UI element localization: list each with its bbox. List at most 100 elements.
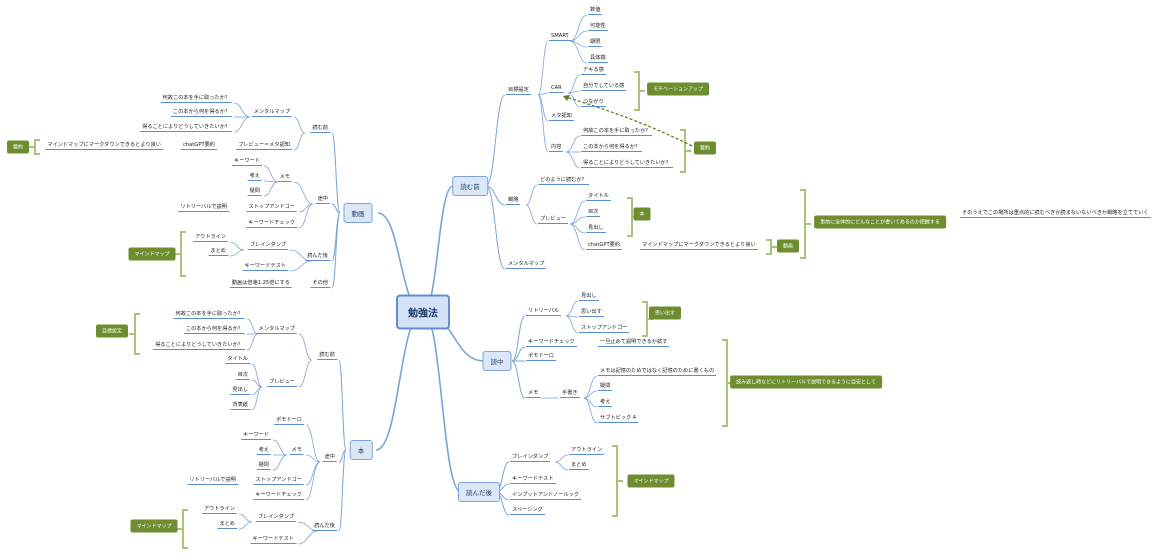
vd-mm-3[interactable]: 得ることによりどうしていきたいか？ [140,124,232,132]
bk-mm-2[interactable]: この本から何を得るか？ [183,326,245,334]
node-bd-2[interactable]: まとめ [569,462,589,470]
node-hw-3[interactable]: サブトピック 4 [598,415,639,423]
bk-before[interactable]: 読む前 [317,352,337,360]
node-spacing[interactable]: スペーシング [510,507,545,515]
node-preview-1[interactable]: タイトル [586,193,611,201]
bk-tag-goal[interactable]: 目標設定 [95,324,129,338]
node-retrieval-1[interactable]: 見出し [579,293,599,301]
node-memo[interactable]: メモ [526,390,541,398]
vd-mm-1[interactable]: 何故この本を手に取ったか？ [160,95,232,103]
vd-gpt[interactable]: chatGPT要約 [180,142,217,150]
node-gpt-note[interactable]: マインドマップにマークダウンできるとより良い [640,242,758,250]
tag-summary[interactable]: 要約 [693,141,717,155]
node-content-2[interactable]: この本から何を得るか？ [581,144,643,152]
tag-book[interactable]: 本 [633,207,651,221]
node-mindmap[interactable]: メンタルマップ [506,261,547,269]
bk-keyword-test[interactable]: キーワードテスト [250,536,296,544]
node-gpt[interactable]: chatGPT要約 [586,242,623,250]
topic-reading[interactable]: 読中 [482,351,512,371]
node-preview[interactable]: プレビュー [538,216,568,224]
vd-after[interactable]: 読んだ後 [305,253,330,261]
vd-memo-2[interactable]: 考え [247,173,262,181]
vd-before[interactable]: 読む前 [310,125,330,133]
node-meta[interactable]: メタ認知 [549,113,574,121]
node-strategy[interactable]: 戦略 [506,197,521,205]
bk-reading[interactable]: 途中 [322,454,337,462]
node-smart-2[interactable]: 可能性 [588,23,608,31]
tag-reread[interactable]: 読み返し時などにリトリーバルで説明できるように目安として [730,375,882,389]
topic-video[interactable]: 動画 [343,203,373,223]
node-car-2[interactable]: 自分でしている感 [581,83,627,91]
vd-memo-3[interactable]: 疑問 [247,188,262,196]
tag-mindmap-right[interactable]: マインドマップ [627,474,675,488]
bk-bd-2[interactable]: まとめ [217,521,237,529]
node-smart[interactable]: SMART [549,33,571,41]
vd-mm-2[interactable]: この本から何を得るか？ [170,109,232,117]
node-retrieval[interactable]: リトリーバル [526,308,562,316]
node-retrieval-2[interactable]: 思い出す [579,309,604,317]
bk-preview-3[interactable]: 見出し [230,387,250,395]
node-smart-1[interactable]: 数値 [588,7,603,15]
node-bd-1[interactable]: アウトライン [569,447,605,455]
node-pomodoro[interactable]: ポモドーロ [526,353,556,361]
bk-brain-dump[interactable]: ブレインダンプ [255,514,296,522]
bk-pomodoro[interactable]: ポモドーロ [274,417,304,425]
node-content[interactable]: 内容 [549,144,564,152]
node-smart-3[interactable]: 期限 [588,39,603,47]
node-input-output[interactable]: インプットアンドノールック [510,492,581,500]
bk-preview-1[interactable]: タイトル [225,356,250,364]
vd-other[interactable]: その他 [310,280,330,288]
bk-memo[interactable]: メモ [289,447,304,455]
node-keyword-check[interactable]: キーワードチェック [526,339,577,347]
bk-stop-go[interactable]: ストップアンドゴー [253,477,304,485]
node-smart-4[interactable]: 具体端 [588,55,608,63]
vd-reading[interactable]: 途中 [315,196,330,204]
bk-memo-1[interactable]: キーワード [241,432,271,440]
node-memo-note[interactable]: メモは記憶のためではなく記憶のために書くもの [598,368,717,376]
bk-memo-3[interactable]: 疑問 [256,462,271,470]
vd-keyword-test[interactable]: キーワードテスト [242,263,288,271]
node-handwrite[interactable]: 手書き [560,390,580,398]
node-whole-note[interactable]: そのうえでこの場所は重点的に読むべきか読まないないべきか戦略を立てていく [960,210,1151,218]
bk-preview-4[interactable]: 背表紙 [230,402,250,410]
node-content-3[interactable]: 得ることによりどうしていきたいか？ [581,160,673,168]
vd-bd-1[interactable]: アウトライン [192,234,228,242]
node-preview-2[interactable]: 目次 [586,209,601,217]
node-car[interactable]: CAR [549,85,564,93]
bk-memo-2[interactable]: 考え [256,447,271,455]
vd-retrieval-note[interactable]: リトリーバルで説明 [178,204,229,212]
node-how[interactable]: どのように読むか？ [538,177,589,185]
node-retrieval-3[interactable]: ストップアンドゴー [579,325,630,333]
bk-retrieval-note[interactable]: リトリーバルで説明 [187,477,238,485]
tag-motivation[interactable]: モチベーションアップ [647,82,709,96]
node-keyword-test[interactable]: キーワードテスト [510,476,556,484]
vd-memo-1[interactable]: キーワード [232,158,262,166]
topic-book[interactable]: 本 [349,440,373,460]
vd-keyword-check[interactable]: キーワードチェック [246,220,297,228]
bk-mm-1[interactable]: 何故この本を手に取ったか？ [173,311,245,319]
tag-whole[interactable]: 事前に全体的にどんなことが書いてあるのか把握する [814,215,946,229]
topic-read-before[interactable]: 読む前 [452,176,488,196]
vd-speed[interactable]: 動画は倍速1.25倍にする [229,280,292,288]
tag-video[interactable]: 動画 [776,239,800,253]
node-hw-2[interactable]: 考え [598,399,613,407]
node-car-3[interactable]: つながり [581,99,606,107]
vd-mental-map[interactable]: メンタルマップ [251,109,292,117]
bk-preview-2[interactable]: 目次 [235,372,250,380]
vd-preview[interactable]: プレビュー＝メタ認知 [236,142,292,150]
vd-tag-summary[interactable]: 要約 [6,140,30,154]
vd-bd-2[interactable]: まとめ [208,248,228,256]
node-hw-1[interactable]: 疑問 [598,383,613,391]
bk-mental-map[interactable]: メンタルマップ [256,326,297,334]
topic-read-after[interactable]: 読んだ後 [458,482,500,502]
vd-stop-go[interactable]: ストップアンドゴー [246,204,297,212]
bk-after[interactable]: 読んだ後 [312,523,337,531]
bk-tag-mindmap[interactable]: マインドマップ [130,519,178,533]
node-brain-dump[interactable]: ブレインダンプ [510,454,551,462]
bk-keyword-check[interactable]: キーワードチェック [253,492,304,500]
bk-mm-3[interactable]: 得ることによりどうしていきたいか？ [153,342,245,350]
node-goal[interactable]: 目標設定 [506,87,531,95]
node-car-1[interactable]: デキる感 [581,67,606,75]
vd-tag-mindmap[interactable]: マインドマップ [128,247,176,261]
vd-memo[interactable]: メモ [277,174,292,182]
